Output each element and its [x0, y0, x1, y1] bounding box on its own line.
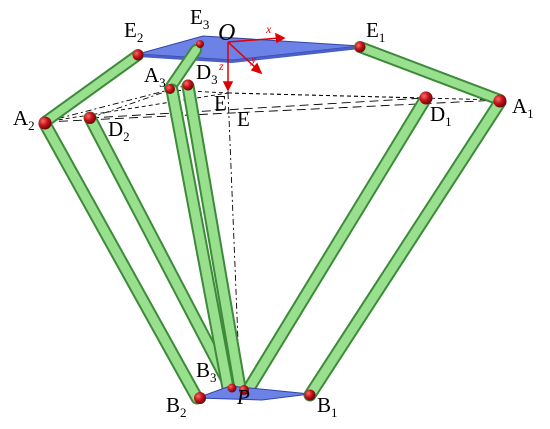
guide-line-d2-d1: [89, 97, 426, 119]
labels: E2 E3 O E1 A3 D3 E E A2 D2 D1 A1 B3 B2 P…: [13, 5, 534, 420]
label-e1: E1: [366, 18, 385, 45]
guide-line-d2-a3: [89, 89, 171, 119]
label-a3: A3: [144, 63, 166, 90]
rod-d2-p-fill: [85, 113, 237, 395]
axis-y-line: [227, 41, 259, 71]
rod-a2-b2-fill: [40, 119, 202, 403]
rod-d1-p-fill: [243, 93, 431, 395]
bottom-platform: [196, 385, 311, 401]
label-e3: E3: [190, 5, 209, 32]
upper-arm-e2-a2-fill: [41, 51, 142, 126]
rod-d3-p-fill: [183, 81, 245, 393]
upper-arm-e3-a3-fill: [166, 46, 200, 92]
joint-e3: [196, 40, 204, 48]
label-d2: D2: [108, 117, 130, 144]
label-e-lower: E: [237, 107, 250, 131]
lower-rods: [38, 79, 507, 405]
joint-b3: [227, 383, 237, 393]
joint-d3: [182, 79, 194, 91]
joint-d2: [84, 112, 96, 124]
label-o: O: [218, 20, 235, 46]
axis-y-arrow: [250, 62, 263, 75]
upper-arms: [39, 41, 506, 128]
label-a2: A2: [13, 106, 35, 133]
joint-e1: [354, 41, 366, 53]
joints: [38, 40, 507, 404]
axis-z-arrow: [222, 81, 234, 92]
coordinate-frame: [222, 32, 286, 92]
guide-line-a2-e: [44, 92, 229, 123]
label-b1: B1: [317, 393, 338, 420]
axis-x-arrow: [275, 32, 286, 44]
joint-a1: [493, 94, 507, 108]
label-b3: B3: [196, 358, 217, 385]
label-p: P: [236, 385, 250, 409]
joint-a3: [165, 84, 175, 94]
label-a1: A1: [512, 94, 534, 121]
guide-line-e-d1: [227, 92, 426, 99]
joint-a2: [38, 116, 52, 130]
rod-a3-b3-fill: [167, 85, 233, 393]
upper-arm-e1-a1-fill: [356, 43, 504, 104]
label-d1: D1: [430, 102, 452, 129]
joint-b1: [304, 389, 316, 401]
joint-d1: [419, 91, 433, 105]
label-axis-y: y: [250, 52, 257, 66]
joint-b2: [194, 392, 206, 404]
label-axis-z: z: [218, 59, 224, 73]
guide-line-a3-e: [169, 89, 229, 94]
joint-p: [239, 385, 249, 395]
label-e2: E2: [124, 18, 143, 45]
bottom-platform-plate: [196, 385, 311, 401]
joint-e2: [132, 49, 144, 61]
label-d3: D3: [196, 60, 218, 87]
label-b2: B2: [166, 393, 187, 420]
axis-x-line: [227, 37, 281, 43]
rod-a1-b1-fill: [305, 97, 505, 400]
label-axis-x: x: [265, 22, 272, 36]
guide-line-a2-d3: [44, 84, 189, 123]
label-e-upper: E: [214, 91, 227, 115]
